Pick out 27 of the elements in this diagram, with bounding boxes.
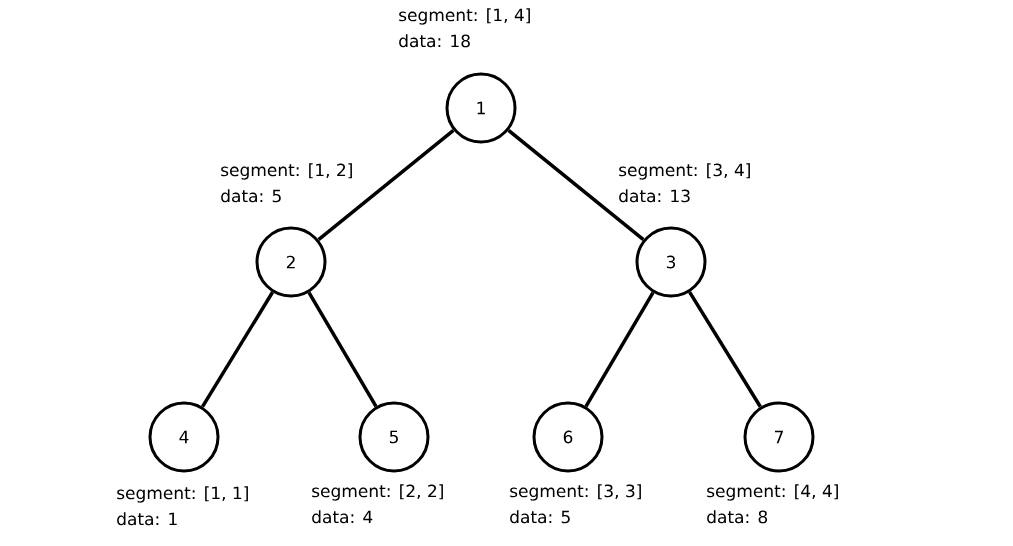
tree-node: 5 <box>358 401 430 473</box>
node-annotation: data: 8 <box>707 510 768 524</box>
tree-node: 3 <box>635 226 707 298</box>
node-annotation: data: 1 <box>117 512 177 526</box>
tree-node: 7 <box>743 401 815 473</box>
node-annotation: segment: [1, 2] <box>221 163 352 180</box>
tree-node: 6 <box>532 401 604 473</box>
node-annotation: segment: [1, 4] <box>399 8 530 25</box>
tree-edge <box>507 129 645 241</box>
node-annotation: segment: [3, 4] <box>619 163 750 180</box>
node-annotation: data: 4 <box>312 510 373 524</box>
tree-node: 1 <box>445 72 517 144</box>
node-annotation: segment: [4, 4] <box>707 484 838 501</box>
tree-edge <box>307 291 378 408</box>
tree-edge <box>201 291 274 408</box>
node-annotation: segment: [3, 3] <box>510 484 641 501</box>
tree-edge <box>584 291 655 408</box>
node-annotation: data: 5 <box>510 510 570 524</box>
node-annotation: data: 18 <box>399 34 470 48</box>
tree-node: 2 <box>255 226 327 298</box>
tree-edge <box>317 129 455 241</box>
node-annotation: data: 5 <box>221 189 281 203</box>
node-annotation: segment: [1, 1] <box>117 486 248 503</box>
node-annotation: data: 13 <box>619 189 690 203</box>
node-annotation: segment: [2, 2] <box>312 484 443 501</box>
tree-edge <box>688 291 762 408</box>
tree-node: 4 <box>148 401 220 473</box>
